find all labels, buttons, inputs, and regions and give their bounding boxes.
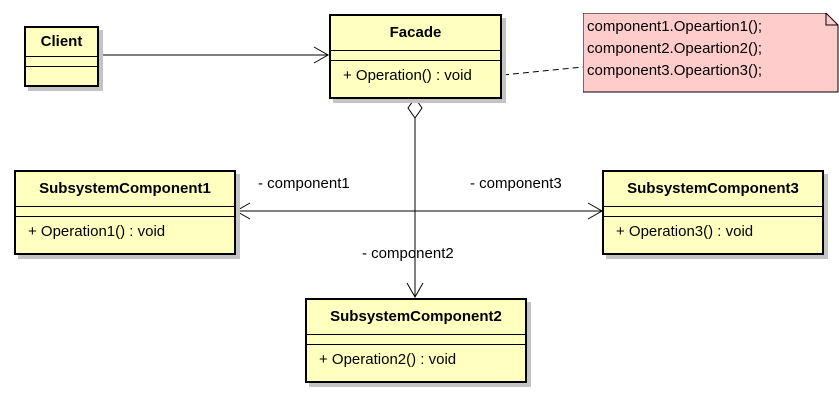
client-class-name: Client — [26, 28, 97, 57]
subsystem-component1-name: SubsystemComponent1 — [16, 172, 234, 207]
subsystem-component3-name: SubsystemComponent3 — [604, 172, 822, 207]
subsystem-component3-attributes — [604, 207, 822, 217]
role-label-component1: - component1 — [258, 175, 350, 192]
subsystem-component1-operation: + Operation1() : void — [28, 223, 166, 240]
role-label-component3: - component3 — [470, 175, 562, 192]
note-anchor-line — [492, 66, 584, 77]
note-line-3: component3.Opeartion3(); — [587, 62, 763, 79]
role-label-component2: - component2 — [362, 245, 454, 262]
subsystem-component2-class[interactable]: SubsystemComponent2 + Operation2() : voi… — [305, 298, 527, 383]
client-facade-arrowhead — [313, 46, 330, 64]
facade-attributes-compartment — [331, 51, 500, 61]
subsystem-component3-class[interactable]: SubsystemComponent3 + Operation3() : voi… — [602, 170, 824, 255]
facade-class[interactable]: Facade + Operation() : void — [329, 14, 502, 99]
facade-operation: + Operation() : void — [343, 67, 472, 84]
component2-arrowhead — [406, 282, 424, 299]
aggregation-diamond — [407, 97, 423, 119]
facade-class-name: Facade — [331, 16, 500, 51]
implementation-note[interactable]: component1.Opeartion1(); component2.Opea… — [583, 13, 839, 93]
note-line-2: component2.Opeartion2(); — [587, 40, 763, 57]
subsystem-component2-attributes — [307, 335, 525, 345]
note-line-1: component1.Opeartion1(); — [587, 18, 763, 35]
subsystem-component1-class[interactable]: SubsystemComponent1 + Operation1() : voi… — [14, 170, 236, 255]
subsystem-component3-operation: + Operation3() : void — [616, 223, 754, 240]
subsystem-component1-attributes — [16, 207, 234, 217]
client-class[interactable]: Client — [24, 26, 99, 87]
component1-arrowhead — [234, 202, 251, 220]
subsystem-component2-operation: + Operation2() : void — [319, 351, 457, 368]
client-attributes-compartment — [26, 57, 97, 67]
note-shape — [583, 13, 839, 93]
subsystem-component2-name: SubsystemComponent2 — [307, 300, 525, 335]
